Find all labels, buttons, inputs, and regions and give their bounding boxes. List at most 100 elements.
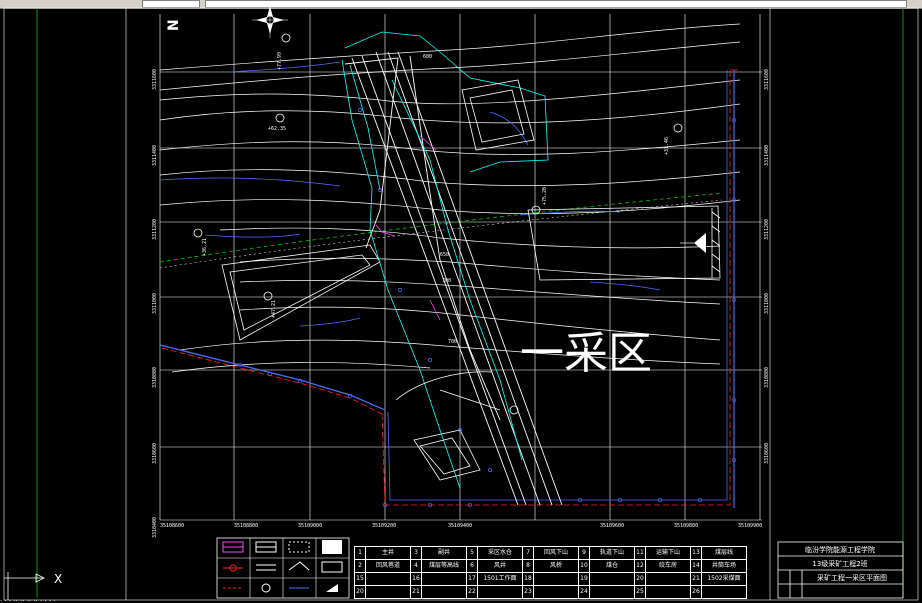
grid-y-label: 3311400 xyxy=(764,145,770,166)
grid-y-label: 3311600 xyxy=(764,69,770,90)
ucs-axis-icon: X xyxy=(4,572,62,600)
legend-number: 23 xyxy=(522,585,534,599)
legend-name: 井筒车场 xyxy=(701,559,747,573)
legend-name xyxy=(701,585,747,599)
contour-labels: 600 650 700 700 xyxy=(423,54,457,345)
borehole-label: +36.21 xyxy=(202,238,208,256)
legend-number: 21 xyxy=(410,585,422,599)
title-block-school: 临汾学院能源工程学院 xyxy=(805,545,875,554)
borehole-icon xyxy=(281,33,291,43)
zone-label: 一采区 xyxy=(520,328,652,379)
borehole-label: +62.35 xyxy=(268,126,286,132)
borehole-icon xyxy=(275,113,285,123)
legend-symbol-icon xyxy=(326,584,338,592)
grid-x-label: 35109800 xyxy=(674,523,698,529)
grid-y-label: 3310600 xyxy=(152,443,158,464)
legend-symbol-icon xyxy=(322,540,342,554)
legend-name xyxy=(589,585,635,599)
legend-number: 19 xyxy=(578,572,590,586)
legend-name xyxy=(421,585,467,599)
legend-name xyxy=(533,572,579,586)
toolbar-dropdown[interactable] xyxy=(205,0,907,8)
legend-number: 13 xyxy=(690,546,702,560)
legend-number: 2 xyxy=(354,559,366,573)
legend-name: 主井 xyxy=(365,546,411,560)
legend-name xyxy=(477,585,523,599)
grid-y-label: 3311000 xyxy=(152,293,158,314)
cyan-roadways xyxy=(341,31,549,489)
legend-name: 煤层线 xyxy=(701,546,747,560)
legend-number: 6 xyxy=(466,559,478,573)
borehole-label: +75.20 xyxy=(542,187,548,205)
borehole-label: +47.21 xyxy=(271,300,277,318)
legend-number: 5 xyxy=(466,546,478,560)
legend-number: 12 xyxy=(634,559,646,573)
legend-name: 回风巷道 xyxy=(365,559,411,573)
legend-number: 11 xyxy=(634,546,646,560)
legend-name: 副井 xyxy=(421,546,467,560)
title-block xyxy=(777,541,904,599)
borehole-label: +77.99 xyxy=(277,52,283,70)
legend-row: 20 21 22 23 24 25 26 xyxy=(354,585,747,599)
north-arrow-label: N xyxy=(166,19,182,31)
legend-number: 21 xyxy=(690,572,702,586)
legend-name: 采区水仓 xyxy=(477,546,523,560)
legend-name: 风桥 xyxy=(533,559,579,573)
legend-symbol-icon xyxy=(261,583,271,593)
legend-name: 运输下山 xyxy=(645,546,691,560)
legend-number: 24 xyxy=(578,585,590,599)
legend-number: 1 xyxy=(354,546,366,560)
legend-number: 18 xyxy=(522,572,534,586)
borehole-icon xyxy=(509,405,519,415)
grid-y-label: 3310400 xyxy=(152,517,158,538)
legend-number: 26 xyxy=(690,585,702,599)
legend-name: 煤层等高线 xyxy=(421,559,467,573)
legend-name xyxy=(645,572,691,586)
title-block-class: 13级采矿工程2班 xyxy=(812,559,867,568)
grid-x-label: 35109000 xyxy=(298,523,322,529)
legend-number: 3 xyxy=(410,546,422,560)
grid-y-label: 3310600 xyxy=(764,443,770,464)
magenta-roadways xyxy=(375,135,441,321)
legend-number: 14 xyxy=(690,559,702,573)
borehole-icon xyxy=(531,205,541,215)
legend-number: 20 xyxy=(634,572,646,586)
legend-name: 1502采煤面 xyxy=(701,572,747,586)
contour-label: 600 xyxy=(423,54,432,60)
legend-number: 9 xyxy=(578,546,590,560)
shaft-icon xyxy=(680,233,706,253)
grid-y-label: 3311200 xyxy=(152,219,158,240)
legend-number: 25 xyxy=(634,585,646,599)
legend-name xyxy=(645,585,691,599)
borehole-icon xyxy=(263,291,273,301)
legend-name: 1501工作面 xyxy=(477,572,523,586)
legend-number: 10 xyxy=(578,559,590,573)
toolbar-dropdown[interactable] xyxy=(142,0,200,8)
command-status-text: . . . .. .. .. .. . . . . xyxy=(0,596,56,603)
toolbar-strip xyxy=(0,0,922,9)
symbol-legend xyxy=(216,537,350,599)
contour-label: 700 xyxy=(448,339,457,345)
legend-name: 绞车房 xyxy=(645,559,691,573)
legend-number: 20 xyxy=(354,585,366,599)
legend-name xyxy=(365,585,411,599)
working-face-1502 xyxy=(527,205,721,281)
legend-number: 15 xyxy=(354,572,366,586)
borehole-labels: +77.99 +47.21 +36.21 +31.46 +75.20 +62.3… xyxy=(202,52,670,318)
main-roadways xyxy=(344,51,563,506)
sheet-border xyxy=(3,7,919,601)
title-block-text: 临汾学院能源工程学院 13级采矿工程2班 采矿工程一采区平面图 xyxy=(805,545,887,582)
grid-y-labels: 3311600 3311400 3311200 3311000 3310800 … xyxy=(152,69,770,538)
legend-number: 7 xyxy=(522,546,534,560)
legend-name xyxy=(365,572,411,586)
geologic-lines xyxy=(159,61,723,327)
borehole-label: +31.46 xyxy=(664,137,670,155)
legend-number: 22 xyxy=(466,585,478,599)
boreholes xyxy=(193,33,683,415)
grid-y-label: 3311600 xyxy=(152,69,158,90)
